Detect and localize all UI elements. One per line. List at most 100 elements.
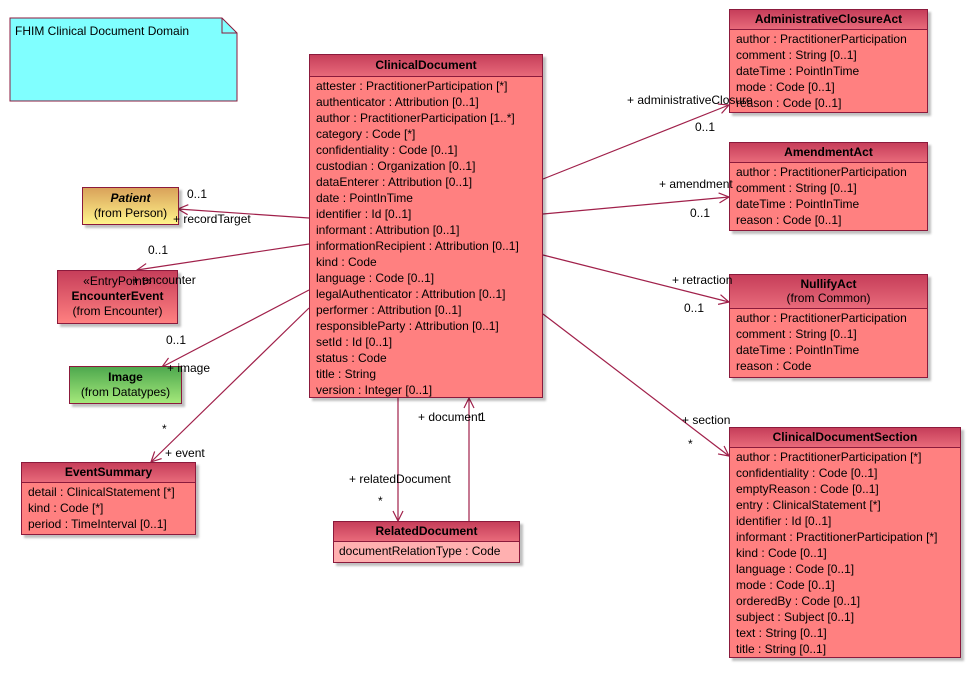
- attribute: documentRelationType : Code: [339, 544, 501, 558]
- attribute: attester : PractitionerParticipation [*]: [316, 79, 508, 93]
- class-header: NullifyAct (from Common): [730, 275, 927, 309]
- assoc-recordTarget[interactable]: [178, 209, 310, 219]
- note-shape: [9, 17, 238, 102]
- attribute-list: author : PractitionerParticipation commen…: [730, 30, 927, 112]
- class-name: RelatedDocument: [334, 522, 519, 542]
- class-image[interactable]: Image (from Datatypes): [69, 366, 182, 404]
- class-package: (from Common): [786, 291, 871, 305]
- attribute: entry : ClinicalStatement [*]: [736, 498, 881, 512]
- role-amendment: + amendment: [659, 177, 733, 191]
- attribute: comment : String [0..1]: [736, 181, 857, 195]
- attribute: authenticator : Attribution [0..1]: [316, 95, 479, 109]
- multiplicity-relatedDocument: *: [378, 494, 383, 508]
- class-name: ClinicalDocumentSection: [730, 428, 960, 448]
- class-name: Image: [108, 370, 143, 384]
- attribute: orderedBy : Code [0..1]: [736, 594, 861, 608]
- attribute: setId : Id [0..1]: [316, 335, 393, 349]
- attribute: date : PointInTime: [316, 191, 413, 205]
- attribute: reason : Code [0..1]: [736, 213, 842, 227]
- multiplicity-document: 1: [479, 410, 486, 424]
- attribute: title : String [0..1]: [736, 642, 827, 656]
- class-name: EventSummary: [22, 463, 195, 483]
- assoc-amendment[interactable]: [542, 197, 729, 215]
- assoc-section[interactable]: [542, 313, 729, 456]
- class-name: Patient: [110, 191, 151, 205]
- attribute: dateTime : PointInTime: [736, 343, 860, 357]
- class-nullify-act[interactable]: NullifyAct (from Common) author : Practi…: [729, 274, 928, 378]
- class-patient[interactable]: Patient (from Person): [82, 187, 179, 225]
- attribute: kind : Code [*]: [28, 501, 104, 515]
- role-section: + section: [682, 413, 731, 427]
- attribute: mode : Code [0..1]: [736, 578, 835, 592]
- attribute: text : String [0..1]: [736, 626, 827, 640]
- class-encounter-event[interactable]: «EntryPoint» EncounterEvent (from Encoun…: [57, 270, 178, 324]
- attribute: status : Code: [316, 351, 387, 365]
- class-package: (from Encounter): [72, 304, 163, 318]
- attribute: kind : Code: [316, 255, 377, 269]
- attribute-list: author : PractitionerParticipation [*]co…: [730, 448, 960, 658]
- attribute: language : Code [0..1]: [736, 562, 855, 576]
- attribute: comment : String [0..1]: [736, 327, 857, 341]
- attribute: custodian : Organization [0..1]: [316, 159, 476, 173]
- attribute: identifier : Id [0..1]: [736, 514, 832, 528]
- assoc-image[interactable]: [162, 289, 310, 367]
- attribute: identifier : Id [0..1]: [316, 207, 412, 221]
- attribute: version : Integer [0..1]: [316, 383, 433, 397]
- class-package: (from Person): [93, 206, 168, 220]
- attribute: informant : Attribution [0..1]: [316, 223, 460, 237]
- attribute: informant : PractitionerParticipation [*…: [736, 530, 938, 544]
- class-event-summary[interactable]: EventSummary detail : ClinicalStatement …: [21, 462, 196, 535]
- attribute-list: documentRelationType : Code: [334, 542, 519, 560]
- attribute: confidentiality : Code [0..1]: [736, 466, 878, 480]
- assoc-administrativeClosure[interactable]: [542, 105, 729, 180]
- multiplicity-administrativeClosure: 0..1: [695, 120, 716, 134]
- role-event: + event: [165, 446, 205, 460]
- class-related-document[interactable]: RelatedDocument documentRelationType : C…: [333, 521, 520, 563]
- class-name: EncounterEvent: [71, 289, 164, 303]
- attribute: emptyReason : Code [0..1]: [736, 482, 879, 496]
- attribute: dataEnterer : Attribution [0..1]: [316, 175, 473, 189]
- role-administrativeClosure: + administrativeClosure: [627, 93, 753, 107]
- multiplicity-event: *: [162, 422, 167, 436]
- assoc-event[interactable]: [151, 307, 310, 462]
- attribute: comment : String [0..1]: [736, 48, 857, 62]
- role-image: + image: [167, 361, 211, 375]
- attribute: author : PractitionerParticipation [1..*…: [316, 111, 515, 125]
- attribute-list: detail : ClinicalStatement [*] kind : Cod…: [22, 483, 195, 533]
- class-administrative-closure-act[interactable]: AdministrativeClosureAct author : Practi…: [729, 9, 928, 113]
- attribute: performer : Attribution [0..1]: [316, 303, 462, 317]
- multiplicity-section: *: [688, 437, 693, 451]
- attribute: dateTime : PointInTime: [736, 197, 860, 211]
- class-clinical-document[interactable]: ClinicalDocument attester : Practitioner…: [309, 54, 543, 398]
- attribute: reason : Code [0..1]: [736, 96, 842, 110]
- role-recordTarget: + recordTarget: [173, 212, 251, 226]
- role-retraction: + retraction: [672, 273, 733, 287]
- assoc-retraction[interactable]: [542, 254, 729, 302]
- role-encounter: + encounter: [132, 273, 196, 287]
- attribute: legalAuthenticator : Attribution [0..1]: [316, 287, 506, 301]
- class-clinical-document-section[interactable]: ClinicalDocumentSection author : Practit…: [729, 427, 961, 658]
- multiplicity-encounter: 0..1: [148, 243, 169, 257]
- multiplicity-retraction: 0..1: [684, 301, 705, 315]
- attribute: author : PractitionerParticipation: [736, 165, 907, 179]
- role-document: + document: [418, 410, 482, 424]
- role-relatedDocument: + relatedDocument: [349, 472, 451, 486]
- attribute: kind : Code [0..1]: [736, 546, 827, 560]
- attribute: period : TimeInterval [0..1]: [28, 517, 167, 531]
- attribute: subject : Subject [0..1]: [736, 610, 855, 624]
- attribute: detail : ClinicalStatement [*]: [28, 485, 175, 499]
- class-amendment-act[interactable]: AmendmentAct author : PractitionerPartic…: [729, 142, 928, 231]
- class-name: AdministrativeClosureAct: [730, 10, 927, 30]
- attribute: informationRecipient : Attribution [0..1…: [316, 239, 519, 253]
- multiplicity-amendment: 0..1: [690, 206, 711, 220]
- class-name: ClinicalDocument: [310, 55, 542, 77]
- attribute: author : PractitionerParticipation: [736, 32, 907, 46]
- assoc-encounter[interactable]: [137, 243, 310, 270]
- attribute: mode : Code [0..1]: [736, 80, 835, 94]
- class-name: AmendmentAct: [730, 143, 927, 163]
- attribute-list: attester : PractitionerParticipation [*]…: [310, 77, 542, 399]
- class-stereotype: «EntryPoint»: [83, 274, 152, 288]
- multiplicity-image: 0..1: [166, 333, 187, 347]
- multiplicity-recordTarget: 0..1: [187, 187, 208, 201]
